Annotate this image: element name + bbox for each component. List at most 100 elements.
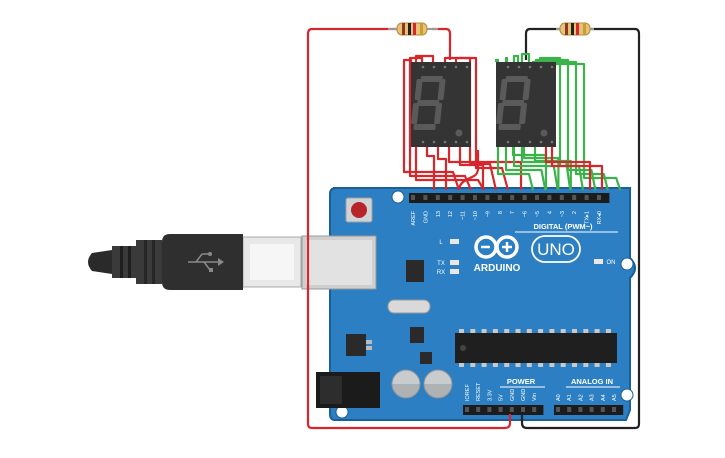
chip-pin — [549, 329, 555, 333]
header-pin[interactable] — [497, 195, 502, 200]
display-pin — [421, 65, 425, 69]
header-pin[interactable] — [510, 195, 515, 200]
chip-pin — [605, 363, 611, 367]
pin-label: 8 — [498, 211, 504, 214]
display-pin — [528, 140, 532, 144]
header-pin[interactable] — [535, 195, 539, 200]
segment-f — [499, 79, 508, 100]
pin-label: RX◂0 — [597, 211, 603, 224]
wire[interactable] — [532, 60, 609, 191]
seven-segment-display[interactable] — [496, 62, 556, 147]
wire[interactable] — [544, 147, 592, 190]
arduino-uno-board[interactable]: ARDUINO UNO L TX RX ON DIGITAL (PWM~) PO… — [301, 187, 636, 421]
led-tx-label: TX — [437, 261, 445, 267]
header-pin[interactable] — [521, 407, 525, 412]
chip-pin — [549, 363, 555, 367]
wire[interactable] — [522, 147, 560, 190]
wire[interactable] — [458, 147, 485, 190]
chip-pin — [572, 363, 577, 367]
header-pin[interactable] — [572, 195, 577, 200]
digital-header-label: DIGITAL (PWM~) — [533, 222, 593, 231]
header-pin[interactable] — [435, 195, 440, 200]
chip-pin — [459, 329, 464, 333]
header-pin[interactable] — [600, 407, 605, 412]
chip-pin — [538, 363, 544, 367]
pin-label: ~5 — [535, 211, 541, 217]
pin-label: A5 — [612, 394, 618, 401]
header-pin[interactable] — [448, 195, 453, 200]
header-pin[interactable] — [460, 195, 465, 200]
header-pin[interactable] — [465, 407, 469, 412]
header-pin[interactable] — [423, 195, 428, 200]
wire-red[interactable] — [306, 27, 512, 430]
resistor[interactable] — [556, 22, 594, 36]
wire[interactable] — [454, 56, 510, 191]
chip-pin — [560, 329, 566, 333]
display-pin — [506, 140, 510, 144]
display-pin — [432, 140, 436, 144]
header-pin[interactable] — [532, 407, 537, 412]
chip-pin — [526, 329, 532, 333]
header-pin[interactable] — [522, 195, 527, 200]
wire[interactable] — [436, 147, 448, 190]
header-pin[interactable] — [597, 195, 601, 200]
pin-label: ~3 — [560, 211, 566, 217]
chip-pin — [492, 329, 498, 333]
wire-black[interactable] — [520, 27, 641, 430]
pin-label: ~10 — [473, 211, 479, 220]
decimal-point — [540, 129, 548, 137]
pin-label: 5V — [499, 394, 505, 401]
led-on-label: ON — [607, 260, 616, 266]
header-pin[interactable] — [473, 195, 477, 200]
pin-label: A3 — [590, 394, 596, 401]
pin-label: 12 — [448, 211, 454, 217]
header-pin[interactable] — [578, 407, 583, 412]
chip-pin — [459, 363, 464, 367]
segment-d — [498, 124, 521, 130]
header-pin[interactable] — [509, 407, 514, 412]
header-pin[interactable] — [612, 407, 616, 412]
header-pin[interactable] — [498, 407, 503, 412]
wire[interactable] — [408, 56, 473, 191]
resistor[interactable] — [388, 22, 438, 36]
display-pin — [465, 65, 469, 69]
header-pin[interactable] — [411, 195, 415, 200]
pin-label: A1 — [567, 394, 573, 401]
led-l — [450, 239, 459, 244]
pin-label: ~11 — [461, 211, 467, 220]
header-pin[interactable] — [559, 195, 564, 200]
wire-black[interactable] — [524, 27, 560, 60]
header-pin[interactable] — [584, 195, 589, 200]
seven-segment-display[interactable] — [411, 62, 471, 147]
small-chip — [410, 327, 424, 343]
display-pin — [550, 65, 554, 69]
reset-button[interactable] — [345, 197, 373, 223]
wire[interactable] — [550, 147, 604, 190]
segment-b — [522, 79, 531, 100]
led-rx-label: RX — [437, 270, 445, 276]
power-header-label: POWER — [507, 377, 536, 386]
header-pin[interactable] — [589, 407, 594, 412]
display-pin — [465, 140, 469, 144]
display-pin — [443, 65, 447, 69]
wire-red[interactable] — [457, 150, 480, 191]
pin-label: 7 — [510, 211, 516, 214]
header-pin[interactable] — [567, 407, 572, 412]
capacitor — [391, 369, 421, 399]
chip-pin — [560, 363, 566, 367]
usb-cable[interactable] — [88, 234, 302, 290]
header-pin[interactable] — [547, 195, 552, 200]
chip-pin — [572, 329, 577, 333]
wire[interactable] — [447, 147, 523, 190]
header-pin[interactable] — [487, 407, 492, 412]
header-pin[interactable] — [485, 195, 490, 200]
voltage-regulator-chip — [406, 260, 424, 282]
wire[interactable] — [425, 147, 436, 190]
model-badge: UNO — [531, 235, 581, 263]
wire[interactable] — [511, 147, 548, 190]
display-pin — [539, 65, 543, 69]
header-pin[interactable] — [476, 407, 481, 412]
wire-red[interactable] — [432, 27, 452, 60]
header-pin[interactable] — [556, 407, 560, 412]
pin-label: IOREF — [465, 384, 471, 401]
